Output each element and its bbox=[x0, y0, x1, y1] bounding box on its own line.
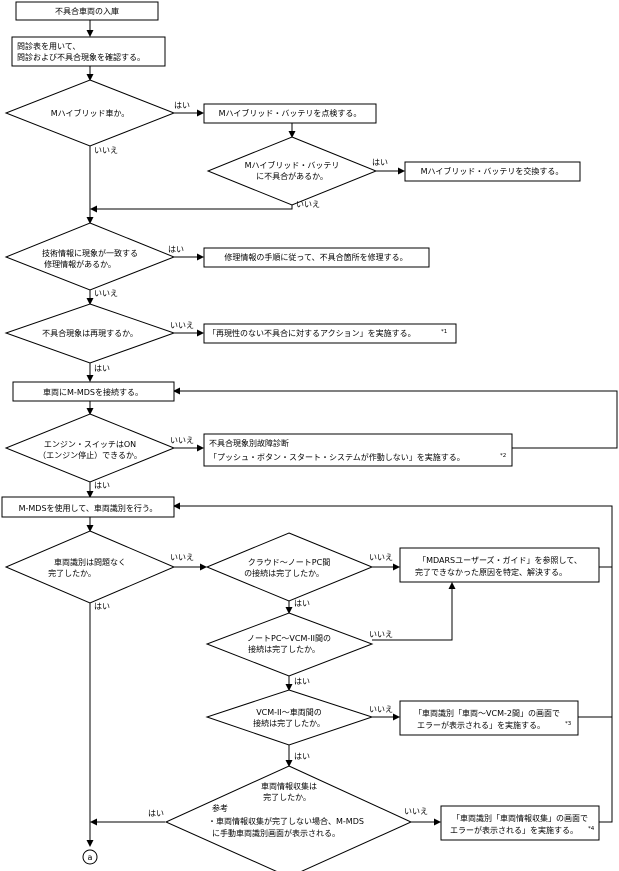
text-diag-1: 不具合現象別故障診断 bbox=[209, 438, 289, 448]
footnote-1: *1 bbox=[441, 329, 447, 335]
decision-vcm bbox=[205, 612, 374, 677]
label-yes: はい bbox=[94, 602, 110, 611]
step-mdars bbox=[399, 547, 600, 583]
step-vehicle-id bbox=[1, 496, 175, 518]
label-yes: はい bbox=[294, 599, 310, 608]
text-err-collect-1: 「車両識別「車両情報収集」の画面で bbox=[452, 813, 588, 823]
text-q-collect-3: 参考 bbox=[212, 803, 228, 813]
text-err-vcm-1: 「車両識別「車両〜VCM-2間」の画面で bbox=[414, 708, 560, 718]
text-q-techinfo-1: 技術情報に現象が一致する bbox=[42, 248, 138, 258]
decision-engine bbox=[4, 413, 176, 483]
text-inquiry-2: 問診および不具合現象を確認する。 bbox=[17, 52, 145, 62]
step-repair bbox=[203, 247, 430, 268]
step-diagnosis bbox=[203, 433, 513, 467]
decision-vcm-vehicle bbox=[205, 689, 374, 746]
label-yes: はい bbox=[294, 752, 310, 761]
text-mdars-2: 完了できなかった原因を特定、解決する。 bbox=[415, 567, 567, 577]
step-inquiry bbox=[11, 36, 166, 67]
decision-mhybrid bbox=[4, 79, 176, 147]
decision-cloud bbox=[205, 532, 374, 602]
text-err-vcm-2: エラーが表示される」を実施する。 bbox=[417, 720, 545, 730]
step-check-battery bbox=[203, 103, 377, 124]
step-err-collect bbox=[440, 805, 600, 841]
label-no: いいえ bbox=[296, 200, 320, 209]
decision-reproduce bbox=[4, 303, 176, 364]
text-q-engine-2: （エンジン停止）できるか。 bbox=[38, 450, 142, 460]
label-no: いいえ bbox=[404, 807, 428, 816]
text-q-cloud-1: クラウド〜ノートPC間 bbox=[248, 558, 330, 567]
text-mdars-1: 「MDARSユーザーズ・ガイド」を参照して、 bbox=[418, 555, 582, 565]
text-replace-battery: Mハイブリッド・バッテリを交換する。 bbox=[421, 166, 564, 176]
decision-battery bbox=[206, 136, 378, 206]
text-q-techinfo-2: 修理情報があるか。 bbox=[44, 259, 116, 269]
text-q-vcm-2: 接続は完了したか。 bbox=[248, 644, 320, 654]
label-no: いいえ bbox=[369, 630, 393, 639]
text-err-collect-2: エラーが表示される」を実施する。 bbox=[450, 825, 578, 835]
text-q-vid-1: 車両識別は問題なく bbox=[54, 557, 126, 567]
step-err-vcm bbox=[399, 700, 579, 736]
label-no: いいえ bbox=[170, 553, 194, 562]
text-vehicle-id: M-MDSを使用して、車両識別を行う。 bbox=[19, 503, 158, 513]
label-yes: はい bbox=[294, 677, 310, 686]
footnote-4: *4 bbox=[588, 826, 595, 832]
text-arrival: 不具合車両の入庫 bbox=[55, 6, 119, 16]
step-arrival bbox=[15, 1, 159, 21]
text-q-vcmveh-2: 接続は完了したか。 bbox=[253, 718, 325, 728]
label-yes: はい bbox=[174, 101, 190, 110]
text-no-repro: 「再現性のない不具合に対するアクション」を実施する。 bbox=[208, 328, 416, 338]
label-no: いいえ bbox=[369, 705, 393, 714]
step-replace-battery bbox=[404, 161, 581, 182]
label-yes: はい bbox=[94, 481, 110, 490]
text-q-reproduce: 不具合現象は再現するか。 bbox=[42, 328, 138, 338]
label-no: いいえ bbox=[369, 553, 393, 562]
text-repair: 修理情報の手順に従って、不具合箇所を修理する。 bbox=[224, 252, 407, 262]
text-q-cloud-2: の接続は完了したか。 bbox=[244, 568, 324, 578]
text-q-engine-1: エンジン・スイッチはON bbox=[44, 440, 136, 449]
step-no-repro bbox=[203, 323, 457, 344]
text-q-collect-4: ・車両情報収集が完了しない場合、M-MDS bbox=[208, 816, 364, 826]
text-q-vid-2: 完了したか。 bbox=[48, 568, 96, 578]
text-q-vcm-1: ノートPC〜VCM-II間の bbox=[247, 634, 331, 643]
text-connector-a: a bbox=[88, 853, 93, 862]
text-q-battery-2: に不具合があるか。 bbox=[256, 171, 328, 181]
text-q-collect-2: 完了したか。 bbox=[263, 792, 311, 802]
text-q-collect-1: 車両情報収集は bbox=[261, 781, 317, 791]
decision-collect bbox=[164, 765, 413, 871]
text-check-battery: Mハイブリッド・バッテリを点検する。 bbox=[219, 108, 362, 118]
text-q-collect-5: に手動車両識別画面が表示される。 bbox=[212, 828, 340, 838]
text-connect-mmds: 車両にM-MDSを接続する。 bbox=[43, 387, 143, 397]
label-no: いいえ bbox=[94, 289, 118, 298]
label-yes: はい bbox=[94, 364, 110, 373]
label-no: いいえ bbox=[170, 321, 194, 330]
label-no: いいえ bbox=[94, 146, 118, 155]
decision-techinfo bbox=[4, 222, 176, 291]
text-diag-2: 「プッシュ・ボタン・スタート・システムが作動しない」を実施する。 bbox=[209, 452, 465, 462]
connector-lines bbox=[86, 20, 618, 847]
label-yes: はい bbox=[168, 245, 184, 254]
footnote-3: *3 bbox=[565, 721, 572, 727]
text-inquiry-1: 問診表を用いて、 bbox=[17, 41, 80, 51]
label-yes: はい bbox=[148, 809, 164, 818]
step-connect-mmds bbox=[12, 381, 175, 402]
connector-a bbox=[82, 849, 98, 865]
text-q-battery-1: Mハイブリッド・バッテリ bbox=[245, 160, 340, 170]
text-q-vcmveh-1: VCM-II〜車両間の bbox=[256, 707, 322, 717]
text-q-mhybrid: Mハイブリッド車か。 bbox=[51, 108, 130, 118]
label-yes: はい bbox=[372, 158, 388, 167]
footnote-2: *2 bbox=[500, 453, 506, 459]
label-no: いいえ bbox=[170, 436, 194, 445]
decision-vid bbox=[4, 530, 176, 604]
